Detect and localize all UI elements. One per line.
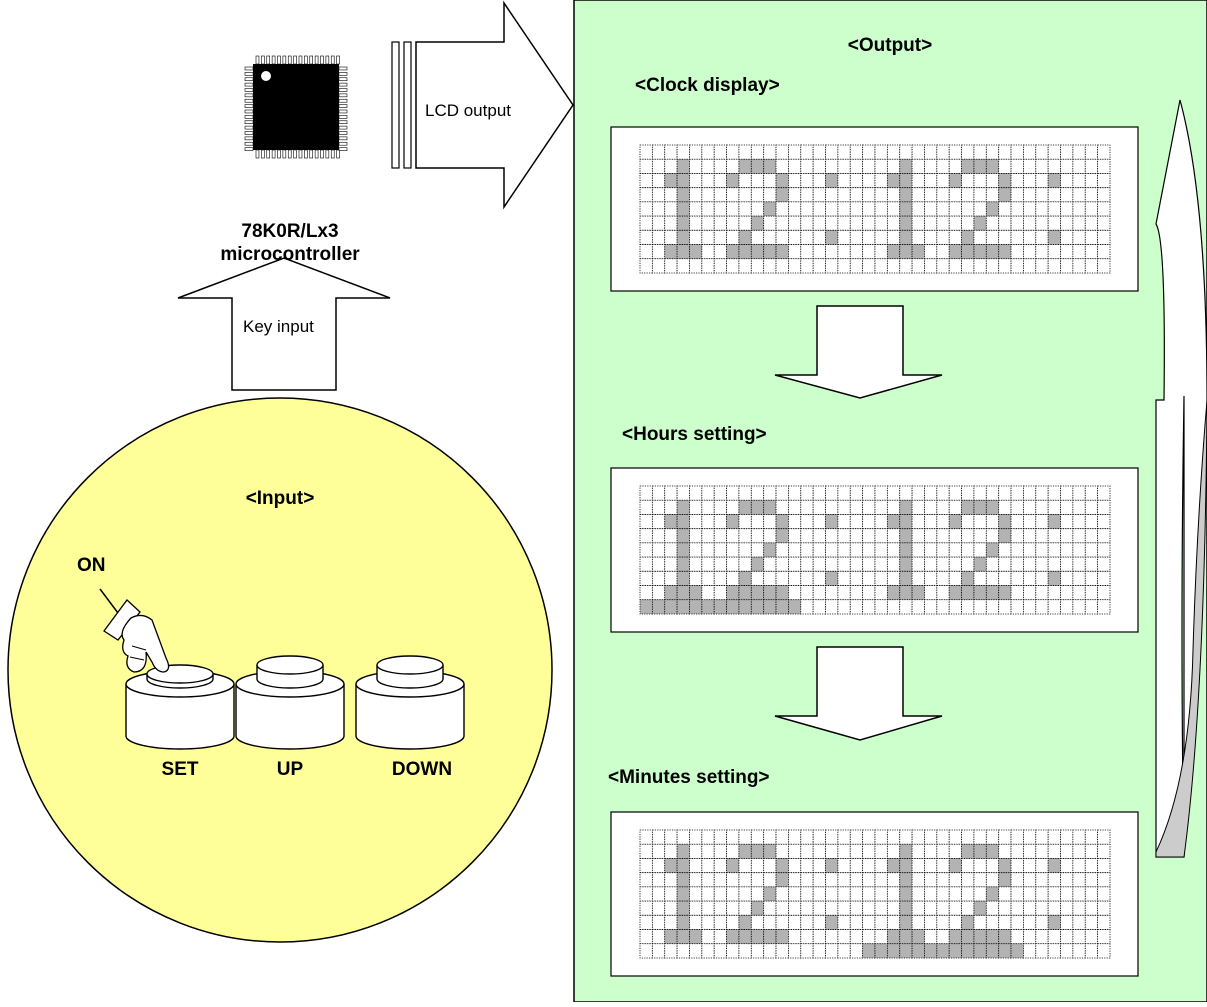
down-button[interactable] <box>355 655 465 750</box>
lcd-output-arrow <box>391 0 574 210</box>
lcd-output-label: LCD output <box>425 101 511 120</box>
input-title: <Input> <box>245 488 315 509</box>
set-button[interactable] <box>125 664 235 750</box>
lcd-screen-2 <box>610 467 1139 633</box>
key-input-label: Key input <box>243 317 314 336</box>
minutes-setting-label: <Minutes setting> <box>608 767 770 788</box>
key-input-arrow <box>177 257 391 391</box>
microcontroller-chip-icon <box>244 55 348 159</box>
up-button-label: UP <box>276 759 304 780</box>
chip-name: 78K0R/Lx3 <box>241 221 339 242</box>
pointing-hand-icon <box>99 588 170 673</box>
up-button[interactable] <box>235 655 345 750</box>
return-arrow-shade <box>1155 399 1207 858</box>
hours-setting-label: <Hours setting> <box>622 424 767 445</box>
output-title: <Output> <box>847 35 933 56</box>
down-arrow-1 <box>774 305 943 399</box>
lcd-screen-1 <box>610 126 1139 292</box>
clock-display-label: <Clock display> <box>635 75 780 96</box>
down-arrow-2 <box>774 646 943 741</box>
chip-type: microcontroller <box>220 244 360 265</box>
set-button-label: SET <box>161 759 199 780</box>
on-label: ON <box>77 555 106 576</box>
lcd-screen-3 <box>610 811 1139 977</box>
down-button-label: DOWN <box>391 759 453 780</box>
